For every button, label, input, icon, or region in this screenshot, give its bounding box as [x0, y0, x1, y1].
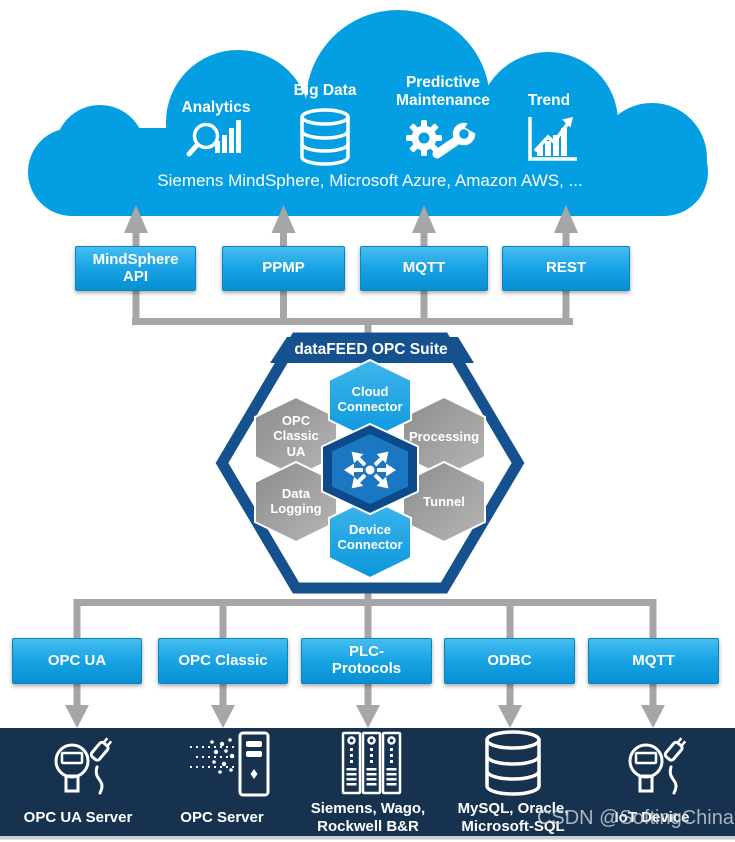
- predictive-maintenance-icon: [406, 118, 483, 159]
- module-label-data-logging: Data Logging: [270, 486, 322, 517]
- device-label-opc-server: OPC Server: [180, 809, 264, 826]
- devices-bar: [0, 728, 735, 840]
- server-tower-icon: [190, 731, 270, 797]
- device-label-opc-ua-server: OPC UA Server: [23, 809, 133, 826]
- module-label-opc-classic-ua: OPC Classic UA: [273, 413, 319, 459]
- watermark: CSDN @SoftingChina: [536, 807, 734, 829]
- protocol-box-odbc: ODBC: [444, 638, 575, 684]
- device-label-iot-device: IoT Device: [614, 809, 690, 826]
- cloud-service-label-big-data: Big Data: [293, 82, 357, 99]
- protocol-box-opc-classic: OPC Classic: [158, 638, 288, 684]
- hub-icon: [344, 451, 396, 489]
- database-icon: [485, 730, 541, 796]
- cloud-service-label-analytics: Analytics: [181, 99, 251, 116]
- cloud-service-label-trend: Trend: [527, 92, 571, 109]
- module-label-tunnel: Tunnel: [423, 494, 465, 509]
- device-label-databases: MySQL, Oracle, Microsoft-SQL: [457, 800, 569, 835]
- plc-rack-icon: [341, 731, 402, 795]
- protocol-box-mqtt-top: MQTT: [360, 246, 488, 291]
- suite-banner: [270, 337, 474, 363]
- module-hex-device-connector: [328, 496, 412, 580]
- big-data-icon: [300, 108, 350, 166]
- suite-hexagon: [215, 332, 525, 594]
- device-label-plc-vendors: Siemens, Wago, Rockwell B&R: [310, 800, 426, 835]
- protocol-box-plc-protocols: PLC-Protocols: [301, 638, 432, 684]
- protocol-box-mindsphere-api: MindSphere API: [75, 246, 196, 291]
- cloud-service-label-predictive-maintenance: Predictive Maintenance: [396, 74, 490, 110]
- module-label-device-connector: Device Connector: [337, 522, 403, 553]
- protocol-box-ppmp: PPMP: [222, 246, 345, 291]
- module-label-cloud-connector: Cloud Connector: [337, 384, 403, 415]
- analytics-icon: [186, 120, 241, 157]
- bottom-connectors: [65, 588, 665, 728]
- protocol-box-opc-ua: OPC UA: [12, 638, 142, 684]
- protocol-box-rest: REST: [502, 246, 630, 291]
- cloud-platforms-text: Siemens MindSphere, Microsoft Azure, Ama…: [157, 171, 583, 190]
- suite-banner-title: dataFEED OPC Suite: [294, 341, 448, 358]
- trend-icon: [528, 117, 577, 161]
- protocol-box-mqtt-bottom: MQTT: [588, 638, 719, 684]
- module-label-processing: Processing: [408, 429, 480, 444]
